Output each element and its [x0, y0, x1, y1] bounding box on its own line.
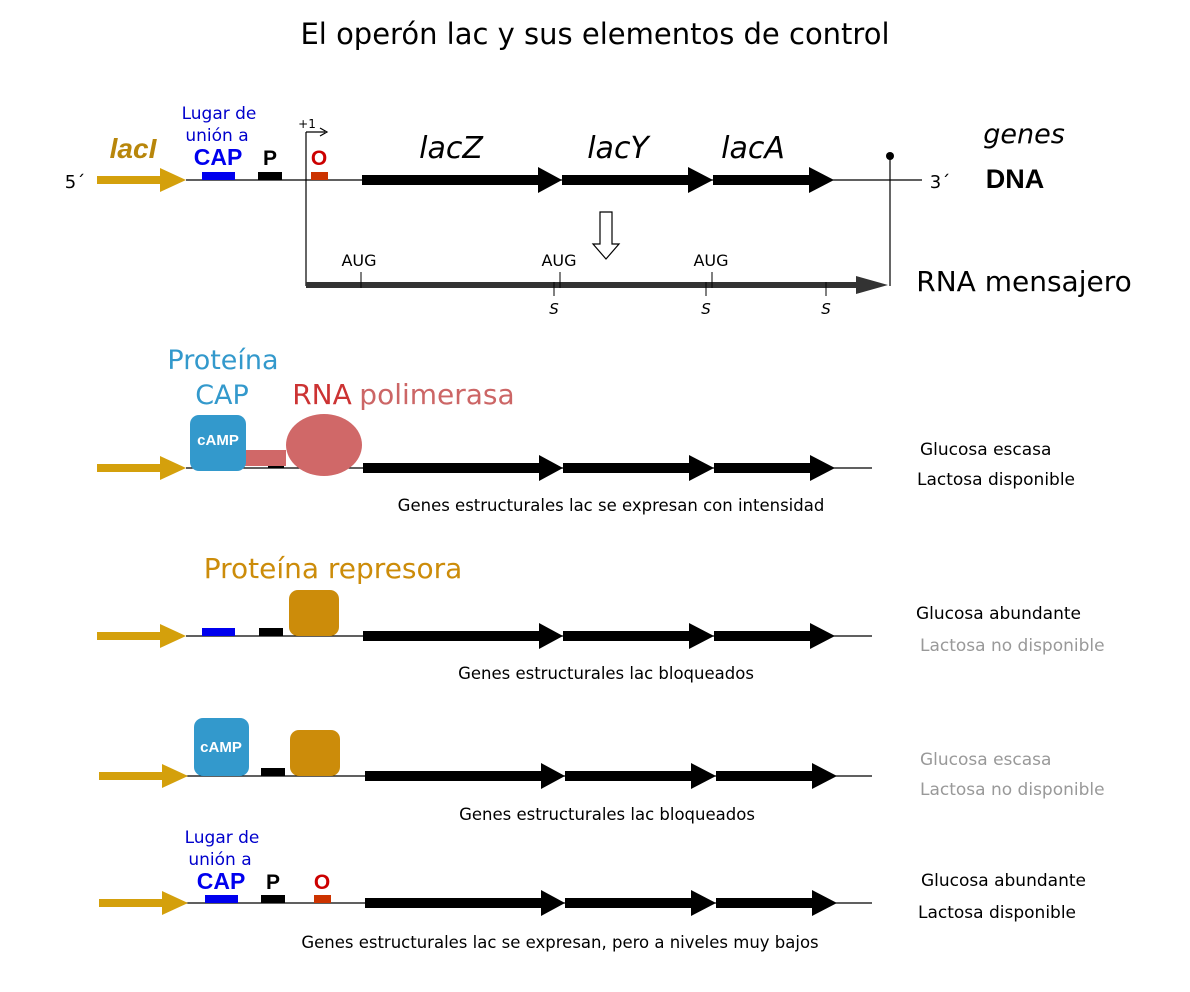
stop-codon-2: S	[701, 282, 711, 318]
operator-label: O	[314, 871, 330, 894]
promoter	[259, 628, 283, 636]
scenario-2: Proteína represora Genes estructurales l…	[97, 552, 1105, 683]
stop-label: S	[821, 300, 831, 318]
cap-site-label-line2: unión a	[188, 850, 251, 870]
aug-label: AUG	[541, 251, 576, 270]
operator-label: O	[311, 147, 327, 170]
lacz-gene-arrow	[365, 763, 565, 789]
gene-map: lacI 5´ 3´ Lugar de unión a CAP P O +1 l…	[65, 104, 1132, 318]
transcription-start-label: +1	[298, 117, 316, 131]
cap-binding-site	[202, 628, 235, 636]
lacz-gene-arrow	[365, 890, 565, 916]
promoter-label: P	[266, 871, 280, 894]
cap-protein	[194, 718, 249, 776]
lactose-condition: Lactosa no disponible	[920, 780, 1105, 800]
mrna-strand	[306, 276, 888, 294]
operator	[311, 172, 328, 180]
three-prime-label: 3´	[930, 172, 950, 193]
start-codon-2: AUG	[541, 251, 577, 288]
cap-site-label-line2: unión a	[185, 126, 248, 146]
cap-protein-title: Proteína	[167, 345, 278, 376]
laca-gene-arrow	[714, 623, 835, 649]
lacz-label: lacZ	[419, 131, 484, 166]
rna-polymerase	[236, 414, 362, 476]
transcription-start-arrow	[305, 127, 329, 180]
scenario-3: cAMP Genes estructurales lac bloqueados …	[99, 718, 1105, 824]
lactose-condition: Lactosa disponible	[917, 470, 1075, 490]
promoter	[261, 895, 285, 903]
cap-site-label-line1: Lugar de	[182, 104, 257, 124]
lacz-gene-arrow	[362, 167, 562, 193]
laca-label: lacA	[721, 131, 785, 166]
laca-gene-arrow	[713, 167, 834, 193]
glucose-condition: Glucosa escasa	[920, 750, 1051, 770]
cap-site-label: CAP	[197, 868, 246, 894]
rna-polymerase-title-rna: RNA	[292, 378, 352, 411]
operator	[314, 895, 331, 903]
lactose-condition: Lactosa disponible	[918, 903, 1076, 923]
laca-gene-arrow	[714, 455, 835, 481]
stop-label: S	[701, 300, 711, 318]
aug-label: AUG	[693, 251, 728, 270]
laci-gene-arrow	[97, 168, 186, 192]
terminator	[886, 152, 894, 286]
dna-label: DNA	[986, 164, 1045, 194]
page-title: El operón lac y sus elementos de control	[300, 17, 889, 51]
glucose-condition: Glucosa abundante	[921, 871, 1086, 891]
glucose-condition: Glucosa abundante	[916, 604, 1081, 624]
lacy-gene-arrow	[565, 763, 716, 789]
laci-gene-arrow	[97, 624, 186, 648]
stop-codon-3: S	[821, 282, 831, 318]
repressor-title: Proteína represora	[204, 552, 463, 585]
lacz-gene-arrow	[363, 455, 563, 481]
laci-gene-arrow	[99, 891, 188, 915]
laci-label: lacI	[110, 133, 158, 164]
camp-label: cAMP	[197, 432, 239, 449]
scenario-caption: Genes estructurales lac bloqueados	[459, 805, 755, 824]
camp-label: cAMP	[200, 739, 242, 756]
lactose-condition: Lactosa no disponible	[920, 636, 1105, 656]
lacy-gene-arrow	[563, 623, 714, 649]
lacy-label: lacY	[587, 131, 651, 166]
glucose-condition: Glucosa escasa	[920, 440, 1051, 460]
stop-label: S	[549, 300, 559, 318]
start-codon-3: AUG	[693, 251, 729, 288]
scenario-4: Lugar de unión a CAP P O Genes estructur…	[99, 828, 1086, 952]
transcription-direction-arrow	[591, 211, 621, 260]
scenario-caption: Genes estructurales lac bloqueados	[458, 664, 754, 683]
repressor-protein	[289, 590, 339, 636]
laci-gene-arrow	[97, 456, 186, 480]
lacz-gene-arrow	[363, 623, 563, 649]
lacy-gene-arrow	[563, 455, 714, 481]
lacy-gene-arrow	[565, 890, 716, 916]
promoter	[261, 768, 285, 776]
rna-polymerase-title: polimerasa	[359, 378, 514, 411]
laci-gene-arrow	[99, 764, 188, 788]
repressor-protein	[290, 730, 340, 776]
cap-binding-site	[205, 895, 238, 903]
start-codon-1: AUG	[341, 251, 377, 288]
stop-codon-1: S	[549, 282, 559, 318]
genes-label: genes	[983, 119, 1065, 150]
laca-gene-arrow	[716, 890, 837, 916]
five-prime-label: 5´	[65, 172, 85, 193]
cap-site-label-line1: Lugar de	[185, 828, 260, 848]
scenario-1: Proteína CAP RNA polimerasa cAMP Genes e…	[97, 345, 1075, 515]
lacy-gene-arrow	[562, 167, 713, 193]
mrna-label: RNA mensajero	[916, 265, 1131, 298]
cap-protein	[190, 415, 246, 471]
cap-protein-subtitle: CAP	[195, 380, 249, 411]
cap-site-label: CAP	[194, 144, 243, 170]
laca-gene-arrow	[716, 763, 837, 789]
cap-binding-site	[202, 172, 235, 180]
scenario-caption: Genes estructurales lac se expresan, per…	[301, 933, 818, 952]
scenario-caption: Genes estructurales lac se expresan con …	[398, 496, 825, 515]
promoter	[258, 172, 282, 180]
aug-label: AUG	[341, 251, 376, 270]
promoter-label: P	[263, 147, 277, 170]
